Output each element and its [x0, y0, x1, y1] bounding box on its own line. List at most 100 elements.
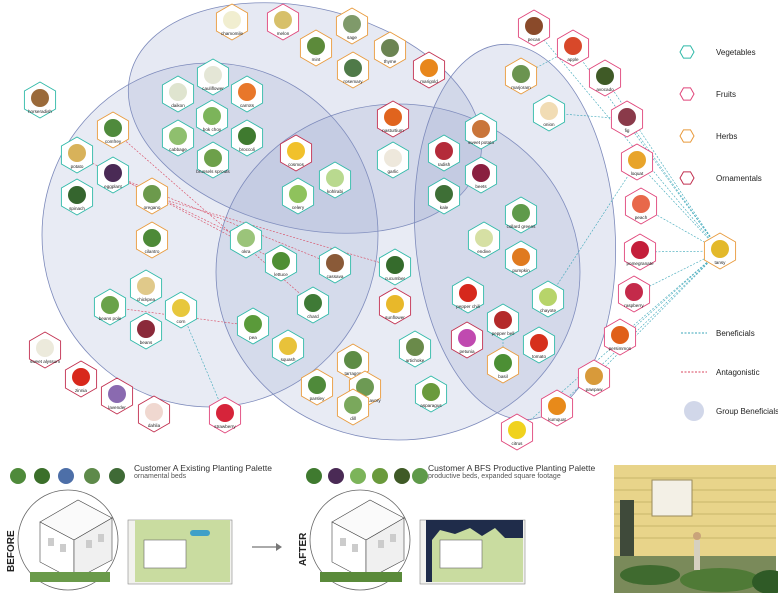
legend: Vegetables Fruits Herbs Ornamentals Bene…	[679, 45, 778, 421]
plant-cosmos: cosmos	[279, 134, 313, 172]
plant-image	[104, 164, 122, 182]
plant-image	[237, 229, 255, 247]
garden-photo	[614, 465, 778, 594]
plant-tarragon: tarragon	[336, 343, 370, 381]
plant-label: okra	[242, 249, 251, 254]
legend-ornamentals-label: Ornamentals	[716, 174, 762, 183]
before-panel	[10, 468, 282, 591]
plant-loquat: loquat	[620, 143, 654, 181]
plant-image	[204, 66, 222, 84]
plant-image	[203, 107, 221, 125]
plant-potato: potato	[60, 136, 94, 174]
plant-label: tarragon	[344, 371, 362, 376]
before-side-label: BEFORE	[6, 530, 17, 572]
plant-garlic: garlic	[376, 141, 410, 179]
plant-image	[458, 329, 476, 347]
plant-label: pecan	[528, 37, 541, 42]
plant-label: fig	[625, 128, 630, 133]
plant-image	[585, 367, 603, 385]
plant-image	[223, 11, 241, 29]
plant-marjoram: marjoram	[504, 57, 538, 95]
plant-image	[344, 59, 362, 77]
plant-label: beans pole	[99, 316, 122, 321]
plant-image	[307, 37, 325, 55]
plant-image	[68, 144, 86, 162]
plant-melon: melon	[266, 3, 300, 41]
plant-label: potato	[71, 164, 84, 169]
plant-horseradish: horseradish	[23, 81, 57, 119]
plant-cauliflower: cauliflower	[196, 58, 230, 96]
plant-label: cauliflower	[202, 86, 224, 91]
plant-pecan: pecan	[517, 9, 551, 47]
plant-apple: apple	[556, 29, 590, 67]
plant-image	[420, 59, 438, 77]
plant-image	[525, 17, 543, 35]
plant-cabbage: cabbage	[161, 119, 195, 157]
plant-image	[459, 284, 477, 302]
plant-peach: peach	[624, 187, 658, 225]
plant-eggplant: eggplant	[96, 156, 130, 194]
plant-beans: beans	[129, 312, 163, 350]
plant-image	[274, 11, 292, 29]
plant-label: pumpkin	[512, 268, 530, 273]
plant-kale: kale	[427, 177, 461, 215]
plant-image	[344, 351, 362, 369]
plant-image	[564, 37, 582, 55]
plant-image	[326, 254, 344, 272]
plant-image	[618, 108, 636, 126]
plant-label: broccoli	[239, 147, 255, 152]
plant-image	[287, 142, 305, 160]
plant-label: sweet alyssum	[30, 359, 60, 364]
plant-label: cucumber	[385, 276, 406, 281]
plant-image	[356, 378, 374, 396]
plant-label: garlic	[388, 169, 400, 174]
plant-sweet-alyssum: sweet alyssum	[28, 331, 62, 369]
plant-label: kale	[440, 205, 449, 210]
plant-label: pawpaw	[586, 387, 604, 392]
plant-label: cabbage	[169, 147, 187, 152]
before-house-footprint	[143, 539, 187, 569]
plant-dill: dill	[336, 388, 370, 426]
plant-label: nasturtium	[382, 128, 404, 133]
plant-image	[512, 65, 530, 83]
plant-lettuce: lettuce	[264, 244, 298, 282]
plant-bok-choy: bok choy	[195, 99, 229, 137]
plant-image	[145, 403, 163, 421]
plant-image	[475, 229, 493, 247]
plant-strawberry: strawberry	[208, 396, 242, 434]
plant-image	[435, 185, 453, 203]
plant-image	[540, 102, 558, 120]
before-caption: Customer A Existing Planting Palette orn…	[134, 463, 272, 480]
plant-label: endive	[477, 249, 491, 254]
after-side-label: AFTER	[298, 532, 309, 566]
plant-label: bok choy	[203, 127, 222, 132]
plant-label: strawberry	[214, 424, 236, 429]
plant-pawpaw: pawpaw	[577, 359, 611, 397]
plant-label: beans	[140, 340, 153, 345]
after-house-footprint	[439, 539, 483, 569]
legend-antagonistic-label: Antagonistic	[716, 368, 760, 377]
plant-image	[472, 164, 490, 182]
arrow-head-icon	[276, 543, 282, 551]
plant-radish: radish	[427, 134, 461, 172]
plant-tansy: tansy	[703, 232, 737, 270]
plant-label: sunflower	[385, 315, 405, 320]
plant-pea: pea	[236, 307, 270, 345]
plant-tomato: tomato	[522, 326, 556, 364]
legend-group-beneficials-swatch	[684, 401, 704, 421]
plant-lavender: lavender	[100, 377, 134, 415]
before-palette-thumbnails	[10, 468, 125, 484]
plant-image	[384, 149, 402, 167]
plant-image	[169, 83, 187, 101]
plant-label: celery	[292, 205, 305, 210]
plant-label: melon	[277, 31, 290, 36]
relationship-line	[556, 250, 721, 409]
legend-group-beneficials-label: Group Beneficials	[716, 407, 778, 416]
plant-image	[108, 385, 126, 403]
plant-image	[326, 169, 344, 187]
plant-image	[101, 296, 119, 314]
plant-image	[381, 39, 399, 57]
plant-okra: okra	[229, 221, 263, 259]
relationship-line	[626, 118, 721, 252]
